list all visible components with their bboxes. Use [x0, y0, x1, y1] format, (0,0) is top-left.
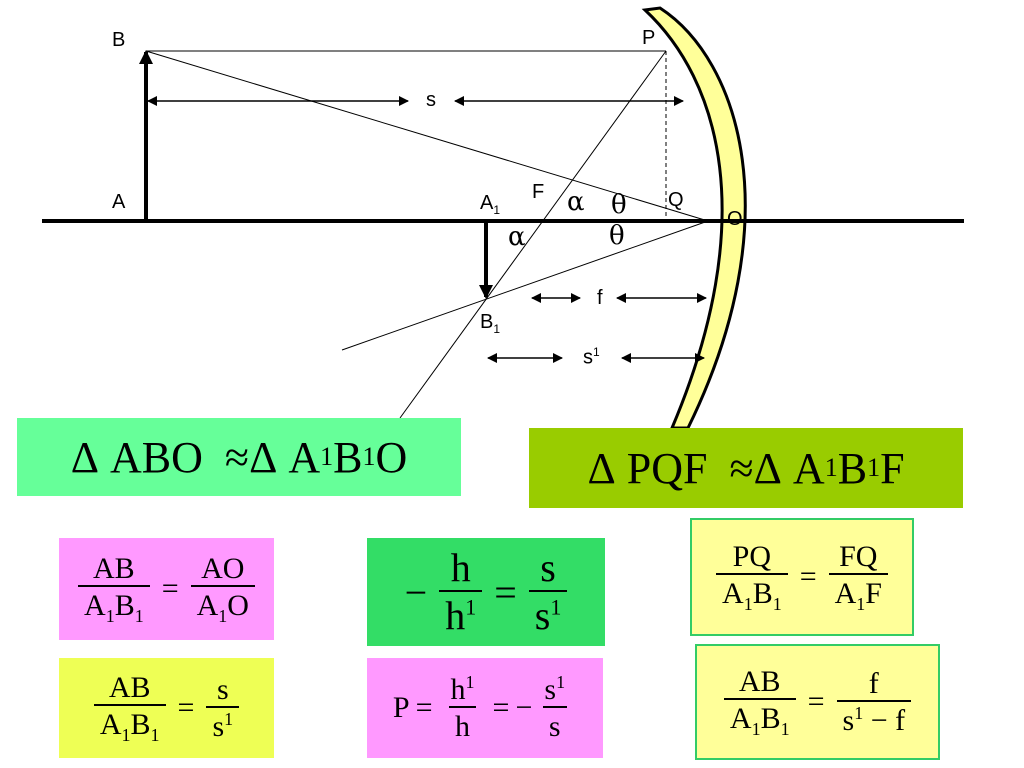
label-A: A: [112, 191, 126, 213]
label-F: F: [532, 181, 545, 203]
label-s1: s1: [583, 345, 600, 369]
concave-mirror: [641, 6, 747, 430]
ray-pf-b1: [399, 50, 667, 419]
ray-o-b1: [341, 220, 709, 351]
label-P: P: [642, 27, 656, 49]
label-f: f: [597, 287, 603, 309]
label-B: B: [112, 29, 126, 51]
theta-lower: θ: [609, 221, 625, 251]
theta-upper: θ: [611, 190, 627, 220]
label-O: O: [727, 208, 743, 230]
label-A1: A1: [480, 192, 501, 217]
label-B1: B1: [480, 311, 501, 336]
alpha-lower: α: [508, 222, 526, 252]
ray-bo: [145, 50, 709, 222]
label-Q: Q: [668, 189, 684, 211]
label-s: s: [426, 89, 436, 111]
alpha-upper: α: [567, 187, 585, 217]
